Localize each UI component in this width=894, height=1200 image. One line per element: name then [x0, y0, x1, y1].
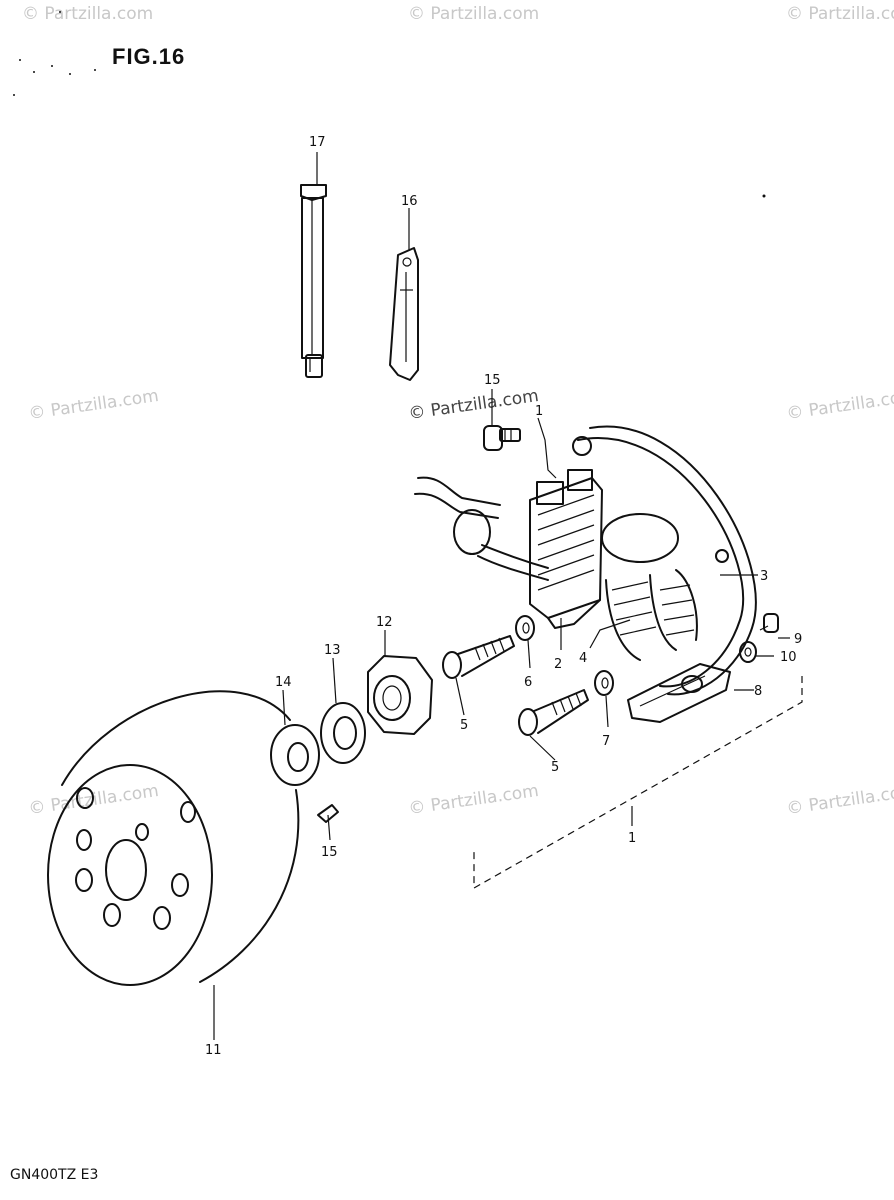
part-11-nut: [367, 655, 433, 735]
callout-8: 9: [794, 632, 802, 647]
watermark: © Partzilla.com: [408, 4, 540, 24]
part-8-screw: [759, 613, 779, 633]
callout-9: 10: [780, 650, 797, 665]
callout-11: 12: [376, 615, 393, 630]
callout-10: 11: [205, 1043, 222, 1058]
stator-assembly: [414, 425, 757, 723]
callout-14: 15: [321, 845, 338, 860]
part-16-clamp: [389, 247, 419, 381]
callout-13: 14: [275, 675, 292, 690]
callout-5: 5: [460, 718, 468, 733]
callout-15: 15: [484, 373, 501, 388]
callout-3: 3: [760, 569, 768, 584]
part-6-washer: [515, 615, 614, 696]
callout-16: 16: [401, 194, 418, 209]
callout-1: 1: [628, 831, 636, 846]
watermark: © Partzilla.com: [786, 4, 894, 24]
callout-17: 17: [309, 135, 326, 150]
part-14-key: [317, 804, 339, 823]
callout-6: 7: [602, 734, 610, 749]
part-17-strap: [300, 184, 327, 378]
figure-title: FIG.16: [112, 44, 186, 69]
callout-labels: 17 16 15 1 3 4 2 6 7 5 5 8 9 10 12 13 14…: [205, 135, 802, 1058]
part-12-lock-washer: [320, 702, 366, 764]
part-5-bolt: [442, 635, 589, 736]
model-code: GN400TZ E3: [10, 1167, 99, 1183]
callout-12: 13: [324, 643, 341, 658]
part-13-washer: [270, 724, 320, 786]
callout-1: 1: [535, 404, 543, 419]
scan-noise: [13, 11, 766, 198]
leader-lines: [213, 152, 803, 1040]
part-9-washer: [739, 641, 757, 663]
callout-6: 6: [524, 675, 532, 690]
callout-4: 4: [579, 651, 587, 666]
watermark: © Partzilla.com: [22, 4, 154, 24]
callout-2: 2: [554, 657, 562, 672]
callout-7: 8: [754, 684, 762, 699]
callout-5: 5: [551, 760, 559, 775]
part-10-rotor: [47, 690, 300, 986]
part-15-screw: [483, 425, 521, 451]
